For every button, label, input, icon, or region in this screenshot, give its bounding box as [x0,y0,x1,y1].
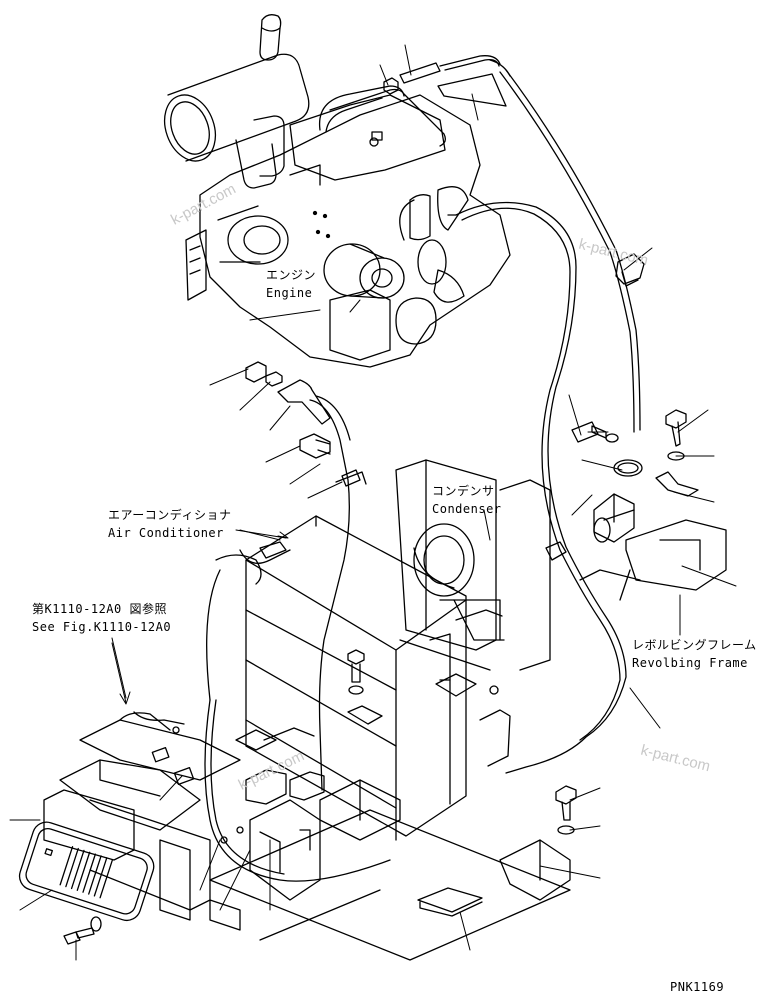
duct-and-grille [18,711,244,945]
reference-label-jp: 第K1110-12A0 図参照 [32,602,167,616]
grille-panel [18,821,155,922]
floor-plate [209,809,571,961]
engine-side-parts [245,361,367,487]
leader-lines [9,44,737,961]
refrigerant-hoses [204,201,627,882]
reference-label-en: See Fig.K1110-12A0 [32,620,172,634]
engine-assembly [163,14,511,368]
aircon-label-en: Air Conditioner [108,526,224,540]
frame-label-jp: レボルビングフレーム [632,638,757,652]
figure-number: PNK1169 [670,980,725,994]
engine-label-en: Engine [266,286,313,300]
engine-label-jp: エンジン [266,268,317,282]
right-side-parts [417,253,727,917]
condenser-label-jp: コンデンサ [432,484,495,498]
air-conditioner-unit [215,515,511,901]
condenser-label-en: Condenser [432,502,502,516]
label-pointers [111,509,491,705]
aircon-label-jp: エアーコンディショナ [108,508,232,522]
frame-label-en: Revolbing Frame [632,656,748,670]
